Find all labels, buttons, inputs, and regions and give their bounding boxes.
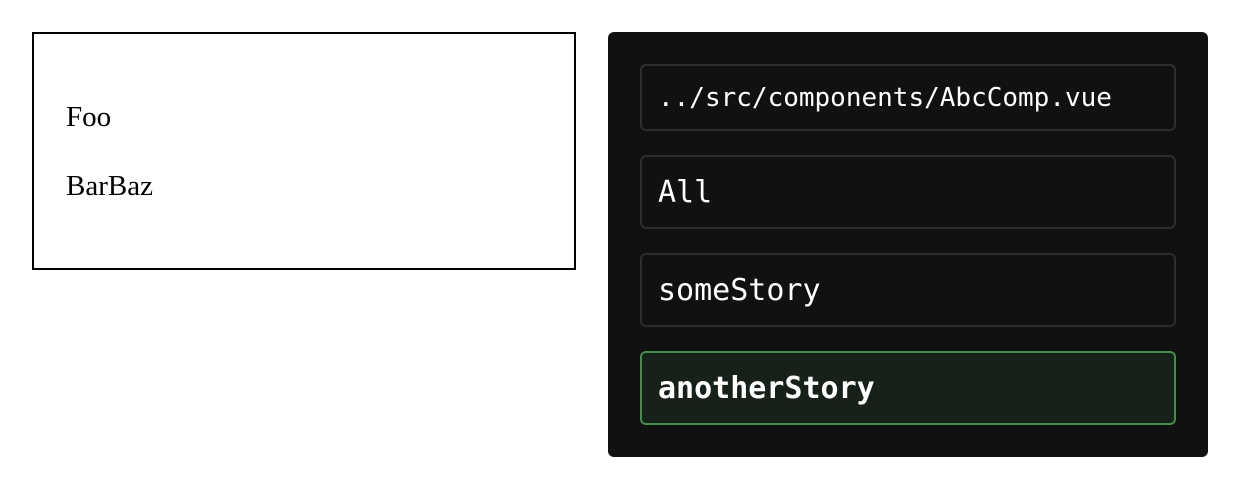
- preview-text-foo: Foo: [66, 101, 112, 133]
- preview-text-barbaz: BarBaz: [66, 170, 153, 202]
- story-item-all[interactable]: All: [640, 155, 1176, 229]
- story-selector-panel: ../src/components/AbcComp.vue All someSt…: [608, 32, 1208, 457]
- story-item-somestory[interactable]: someStory: [640, 253, 1176, 327]
- story-item-anotherstory[interactable]: anotherStory: [640, 351, 1176, 425]
- component-preview: Foo BarBaz: [32, 32, 576, 270]
- component-path-item[interactable]: ../src/components/AbcComp.vue: [640, 64, 1176, 131]
